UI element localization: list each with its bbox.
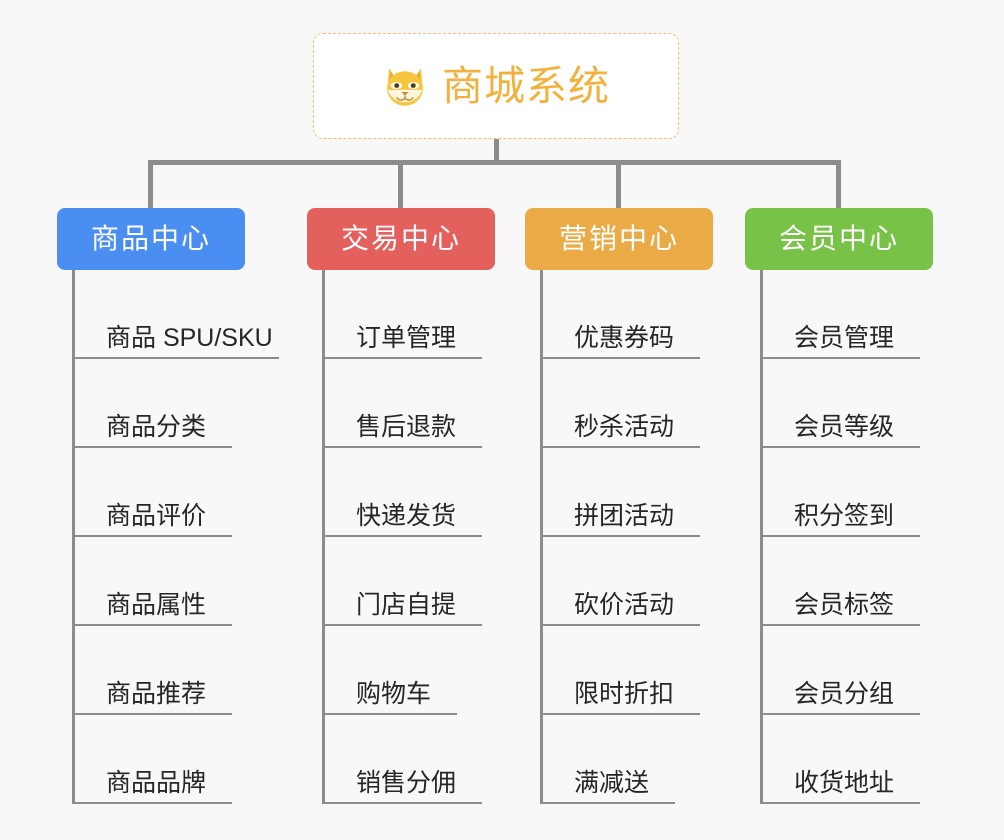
leaf-item[interactable]: 商品分类 <box>72 359 232 448</box>
category-header-marketing[interactable]: 营销中心 <box>525 208 713 270</box>
leaf-label: 订单管理 <box>356 324 457 352</box>
leaf-item[interactable]: 门店自提 <box>322 537 482 626</box>
leaf-label: 会员分组 <box>794 680 895 708</box>
leaf-item[interactable]: 拼团活动 <box>540 448 700 537</box>
leaf-item[interactable]: 优惠券码 <box>540 270 700 359</box>
leaf-item[interactable]: 砍价活动 <box>540 537 700 626</box>
leaf-label: 商品品牌 <box>106 769 207 797</box>
leaf-item[interactable]: 收货地址 <box>760 715 920 804</box>
leaf-label: 优惠券码 <box>574 324 675 352</box>
leaf-item[interactable]: 秒杀活动 <box>540 359 700 448</box>
category-header-trade[interactable]: 交易中心 <box>307 208 495 270</box>
leaf-label: 销售分佣 <box>356 769 457 797</box>
leaf-item[interactable]: 会员分组 <box>760 626 920 715</box>
leaf-item[interactable]: 满减送 <box>540 715 675 804</box>
root-node[interactable]: 商城系统 <box>313 33 679 139</box>
leaf-label: 会员标签 <box>794 591 895 619</box>
category-header-label: 营销中心 <box>558 223 679 254</box>
connector-drop-3 <box>616 160 621 208</box>
leaf-label: 门店自提 <box>356 591 457 619</box>
leaf-item[interactable]: 商品品牌 <box>72 715 232 804</box>
leaf-label: 商品分类 <box>106 413 207 441</box>
leaf-label: 商品 SPU/SKU <box>106 324 273 352</box>
leaf-label: 会员管理 <box>794 324 895 352</box>
dog-face-icon <box>387 68 423 106</box>
leaf-item[interactable]: 快递发货 <box>322 448 482 537</box>
leaf-label: 满减送 <box>574 769 650 797</box>
leaf-item[interactable]: 商品推荐 <box>72 626 232 715</box>
connector-drop-4 <box>836 160 841 208</box>
category-header-member[interactable]: 会员中心 <box>745 208 933 270</box>
category-header-label: 会员中心 <box>778 223 899 254</box>
leaf-item[interactable]: 积分签到 <box>760 448 920 537</box>
leaf-label: 商品推荐 <box>106 680 207 708</box>
connector-drop-1 <box>148 160 153 208</box>
leaf-item[interactable]: 会员标签 <box>760 537 920 626</box>
leaf-item[interactable]: 商品属性 <box>72 537 232 626</box>
leaf-label: 会员等级 <box>794 413 895 441</box>
leaf-label: 限时折扣 <box>574 680 675 708</box>
connector-drop-2 <box>398 160 403 208</box>
leaf-label: 售后退款 <box>356 413 457 441</box>
category-header-label: 商品中心 <box>90 223 211 254</box>
branch-spine <box>760 270 763 804</box>
leaf-label: 收货地址 <box>794 769 895 797</box>
category-header-label: 交易中心 <box>340 223 461 254</box>
leaf-item[interactable]: 商品 SPU/SKU <box>72 270 279 359</box>
leaf-item[interactable]: 订单管理 <box>322 270 482 359</box>
branch-spine <box>540 270 543 804</box>
leaf-label: 快递发货 <box>356 502 457 530</box>
leaf-item[interactable]: 限时折扣 <box>540 626 700 715</box>
leaf-label: 积分签到 <box>794 502 895 530</box>
category-header-product[interactable]: 商品中心 <box>57 208 245 270</box>
leaf-item[interactable]: 会员管理 <box>760 270 920 359</box>
leaf-label: 商品评价 <box>106 502 207 530</box>
branch-spine <box>72 270 75 804</box>
leaf-label: 购物车 <box>356 680 432 708</box>
leaf-item[interactable]: 商品评价 <box>72 448 232 537</box>
connector-root-stem <box>494 139 499 162</box>
leaf-label: 商品属性 <box>106 591 207 619</box>
leaf-item[interactable]: 会员等级 <box>760 359 920 448</box>
leaf-label: 秒杀活动 <box>574 413 675 441</box>
connector-horizontal-bus <box>150 160 838 165</box>
leaf-item[interactable]: 销售分佣 <box>322 715 482 804</box>
leaf-label: 拼团活动 <box>574 502 675 530</box>
root-title: 商城系统 <box>442 62 610 109</box>
branch-spine <box>322 270 325 804</box>
leaf-item[interactable]: 购物车 <box>322 626 457 715</box>
leaf-label: 砍价活动 <box>574 591 675 619</box>
leaf-item[interactable]: 售后退款 <box>322 359 482 448</box>
